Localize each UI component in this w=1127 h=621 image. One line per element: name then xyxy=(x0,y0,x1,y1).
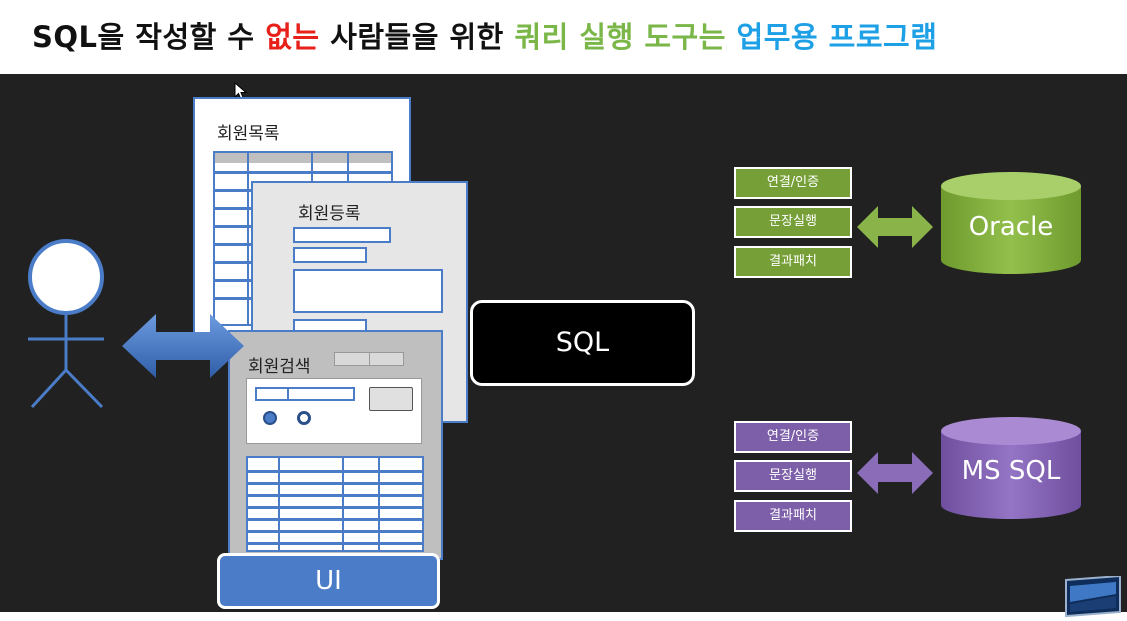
mssql-step-fetch: 결과패치 xyxy=(734,500,852,532)
search-result-table xyxy=(246,456,424,552)
page-title: SQL을 작성할 수 없는 사람들을 위한 쿼리 실행 도구는 업무용 프로그램 xyxy=(32,14,937,56)
title-part-2: 없는 xyxy=(265,20,320,54)
ui-box: UI xyxy=(217,553,440,609)
oracle-database-cylinder-icon xyxy=(941,172,1081,274)
stick-figure-user-icon xyxy=(28,239,104,409)
oracle-step-fetch: 결과패치 xyxy=(734,246,852,278)
oracle-double-arrow-icon xyxy=(857,206,933,248)
register-textarea[interactable] xyxy=(293,269,443,313)
bottom-strip xyxy=(0,612,1127,621)
title-part-5: 업무용 프로그램 xyxy=(725,20,938,54)
search-button[interactable] xyxy=(369,387,413,411)
radio-option-2[interactable] xyxy=(297,411,311,425)
mssql-double-arrow-icon xyxy=(857,452,933,494)
mssql-label: MS SQL xyxy=(961,456,1061,486)
member-list-title: 회원목록 xyxy=(217,124,280,144)
title-part-1: SQL을 작성할 수 xyxy=(32,20,266,54)
oracle-step-execute: 문장실행 xyxy=(734,206,852,238)
oracle-label: Oracle xyxy=(968,212,1054,242)
mssql-database-cylinder-icon xyxy=(941,417,1081,519)
oracle-step-connect: 연결/인증 xyxy=(734,167,852,199)
sql-box: SQL xyxy=(470,300,695,386)
member-search-title: 회원검색 xyxy=(248,357,311,377)
monitor-thumbnail-icon[interactable] xyxy=(1062,576,1124,618)
mssql-step-execute: 문장실행 xyxy=(734,460,852,492)
member-search-window: 회원검색 xyxy=(228,330,443,560)
title-part-4: 쿼리 실행 도구는 xyxy=(514,20,726,54)
user-ui-double-arrow-icon xyxy=(122,314,244,378)
register-field-1[interactable] xyxy=(293,227,391,243)
register-field-2[interactable] xyxy=(293,247,367,263)
mssql-step-connect: 연결/인증 xyxy=(734,421,852,453)
title-part-3: 사람들을 위한 xyxy=(319,20,515,54)
title-bar: SQL을 작성할 수 없는 사람들을 위한 쿼리 실행 도구는 업무용 프로그램 xyxy=(0,0,1127,74)
member-register-title: 회원등록 xyxy=(298,204,361,224)
search-form-panel xyxy=(246,378,422,444)
search-window-buttons[interactable] xyxy=(334,352,404,366)
radio-option-1[interactable] xyxy=(263,411,277,425)
search-input[interactable] xyxy=(255,387,355,401)
